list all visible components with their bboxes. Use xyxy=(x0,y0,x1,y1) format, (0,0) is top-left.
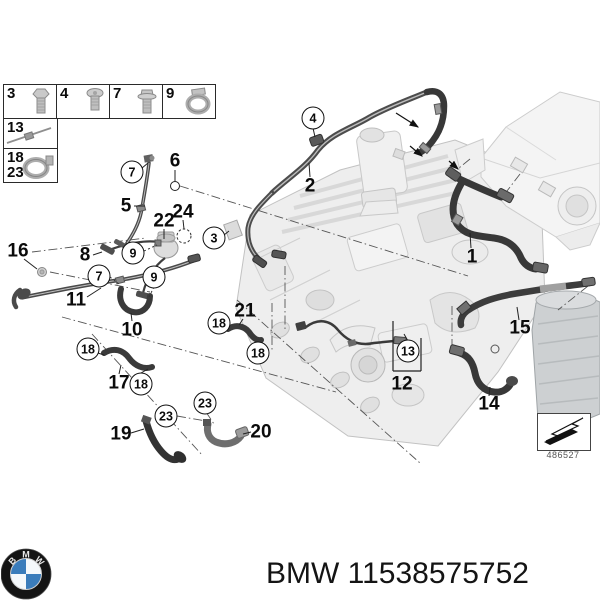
callout-21: 21 xyxy=(234,300,256,322)
callout-2: 2 xyxy=(304,175,316,197)
callout-circled-18: 18 xyxy=(246,341,270,365)
callout-16: 16 xyxy=(7,240,29,262)
callout-24: 24 xyxy=(172,201,194,223)
callout-circled-23: 23 xyxy=(193,391,217,415)
leader-lines-dotted xyxy=(109,244,158,298)
legend-cell-4: 4 xyxy=(56,84,110,119)
egr-cooler xyxy=(356,127,408,217)
hose-17 xyxy=(101,346,155,371)
pipe-11 xyxy=(11,253,201,310)
hex-bolt-icon xyxy=(32,88,50,114)
leader-lines xyxy=(23,127,520,435)
nut-16 xyxy=(37,267,47,277)
image-ref-number: 486527 xyxy=(546,450,580,460)
legend-cell-9: 9 xyxy=(162,84,216,119)
cable-clip-icon xyxy=(6,127,52,144)
legend-cell-18-23: 18 23 xyxy=(3,148,58,183)
elbow-hose-top xyxy=(417,88,448,156)
logo-letter-m: M xyxy=(22,550,30,560)
seal-ring-6 xyxy=(170,181,180,191)
callout-20: 20 xyxy=(250,421,272,443)
hose-14 xyxy=(448,344,518,396)
callout-circled-9: 9 xyxy=(121,241,145,265)
bracket-3 xyxy=(223,219,243,241)
callout-17: 17 xyxy=(108,372,130,394)
legend-cell-3: 3 xyxy=(3,84,57,119)
hose-19 xyxy=(140,414,187,464)
logo-letter-b: B xyxy=(6,555,18,567)
callout-circled-3: 3 xyxy=(202,226,226,250)
direction-arrow-icon xyxy=(544,417,584,445)
oring-24 xyxy=(176,228,192,244)
hose-clamp-icon xyxy=(22,155,54,179)
part-number-text: BMW 11538575752 xyxy=(266,557,529,590)
parts-diagram xyxy=(11,88,600,464)
legend-number: 3 xyxy=(7,85,16,102)
legend-number: 4 xyxy=(60,85,69,102)
sensor-12 xyxy=(295,320,407,347)
hose-21 xyxy=(225,323,264,344)
legend-number: 18 xyxy=(7,149,24,166)
fastener-legend: 3 4 7 xyxy=(3,84,216,183)
callout-circled-7: 7 xyxy=(87,264,111,288)
pointer-arrows xyxy=(395,112,459,170)
flange-bolt-icon xyxy=(137,89,157,114)
callout-12: 12 xyxy=(391,373,413,395)
callout-6: 6 xyxy=(169,150,181,172)
bmw-logo: B M W xyxy=(1,548,52,600)
legend-cell-7: 7 xyxy=(109,84,163,119)
pipe-5 xyxy=(125,154,155,245)
legend-number: 7 xyxy=(113,85,122,102)
callout-1: 1 xyxy=(466,246,478,268)
pipe-clamp-icon xyxy=(185,87,211,115)
callout-15: 15 xyxy=(509,317,531,339)
legend-number: 13 xyxy=(7,119,24,136)
hose-10 xyxy=(117,286,153,316)
legend-number: 9 xyxy=(166,85,175,102)
oil-filter-housing xyxy=(531,290,600,429)
direction-arrow-box xyxy=(537,413,591,451)
callout-19: 19 xyxy=(110,423,132,445)
callout-circled-18: 18 xyxy=(207,311,231,335)
callout-10: 10 xyxy=(121,319,143,341)
callout-circled-23: 23 xyxy=(154,404,178,428)
callout-circled-7: 7 xyxy=(120,160,144,184)
callout-11: 11 xyxy=(65,289,87,311)
legend-cell-13: 13 xyxy=(3,118,58,149)
callout-14: 14 xyxy=(478,393,500,415)
hose-15 xyxy=(456,276,596,329)
callout-circled-9: 9 xyxy=(142,265,166,289)
callout-circled-18: 18 xyxy=(129,372,153,396)
hose-20 xyxy=(203,419,250,448)
callout-circled-13: 13 xyxy=(396,339,420,363)
coolant-pipe-2 xyxy=(245,89,430,269)
hose-1 xyxy=(445,166,549,274)
callout-8: 8 xyxy=(79,244,91,266)
pan-screw-icon xyxy=(86,88,104,111)
callout-22: 22 xyxy=(153,210,175,232)
bracket-12 xyxy=(392,321,422,372)
callout-circled-18: 18 xyxy=(76,337,100,361)
callout-circled-4: 4 xyxy=(301,106,325,130)
callout-5: 5 xyxy=(120,195,132,217)
legend-number: 23 xyxy=(7,164,24,181)
